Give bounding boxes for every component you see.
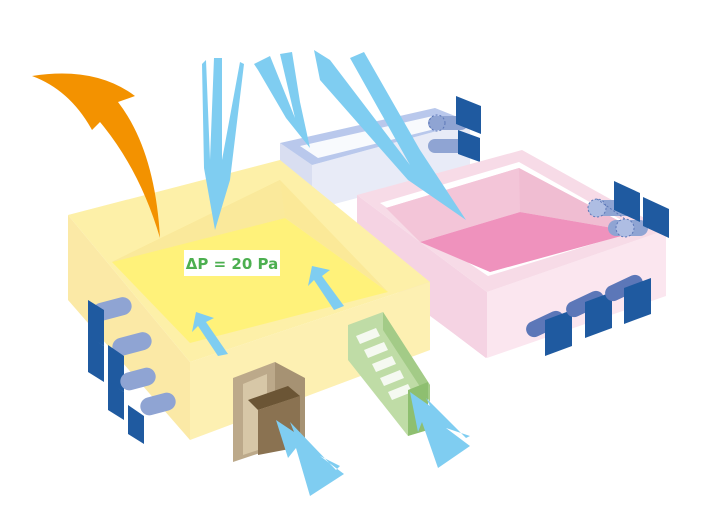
- air-inflow-arrow-icon: [410, 392, 470, 468]
- air-exhaust-arrow-icon: [32, 73, 160, 238]
- duct-icon: [587, 181, 669, 238]
- air-inflow-arrow-icon: [254, 52, 310, 148]
- pressure-label-box: ΔP = 20 Pa: [184, 250, 280, 276]
- duct-icon: [526, 274, 651, 356]
- air-inflow-arrow-icon: [314, 50, 466, 220]
- air-inflow-arrow-icon: [276, 420, 344, 496]
- air-inflow-arrow-icon: [192, 312, 228, 356]
- pressure-label: ΔP = 20 Pa: [186, 255, 278, 273]
- duct-icon: [428, 96, 481, 162]
- duct-icon: [88, 297, 176, 444]
- air-inflow-arrow-icon: [202, 58, 244, 230]
- air-inflow-arrow-icon: [308, 266, 344, 310]
